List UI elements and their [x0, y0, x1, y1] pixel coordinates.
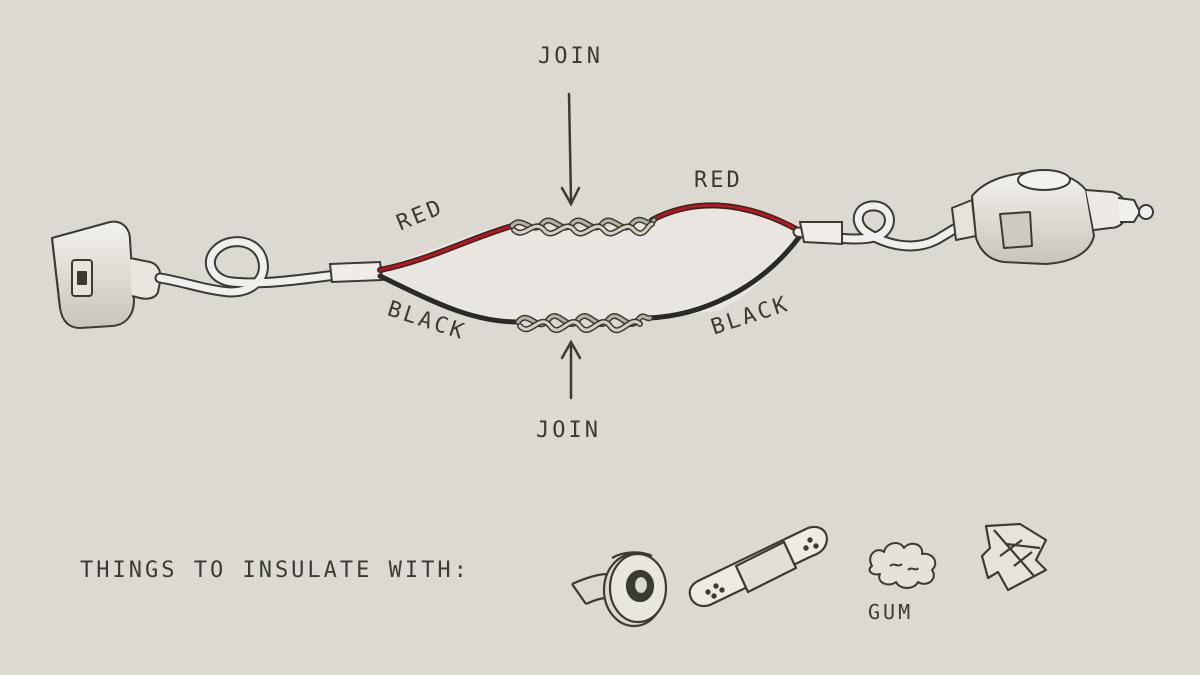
top-twisted-join	[509, 216, 657, 237]
bandage-icon	[688, 525, 828, 608]
tape-roll-icon	[571, 551, 668, 628]
join-top-label: JOIN	[538, 44, 603, 69]
insulate-heading: THINGS TO INSULATE WITH:	[80, 558, 470, 583]
black-wire-right	[645, 233, 803, 321]
gum-label: GUM	[868, 600, 914, 624]
right-cable	[792, 200, 974, 252]
dock-connector-plug	[51, 220, 162, 329]
red-wire-left	[377, 223, 515, 273]
arrow-bottom	[560, 339, 582, 400]
join-bottom-label: JOIN	[536, 418, 601, 443]
red-right-label: RED	[694, 168, 743, 193]
left-cable	[154, 236, 384, 298]
black-wire-left	[377, 273, 521, 325]
gum-icon	[868, 542, 937, 589]
car-lighter-plug	[951, 169, 1154, 265]
red-wire-right	[649, 202, 801, 233]
paper-scrap-icon	[980, 522, 1048, 592]
arrow-top	[560, 92, 581, 207]
bottom-twisted-join	[515, 313, 653, 334]
